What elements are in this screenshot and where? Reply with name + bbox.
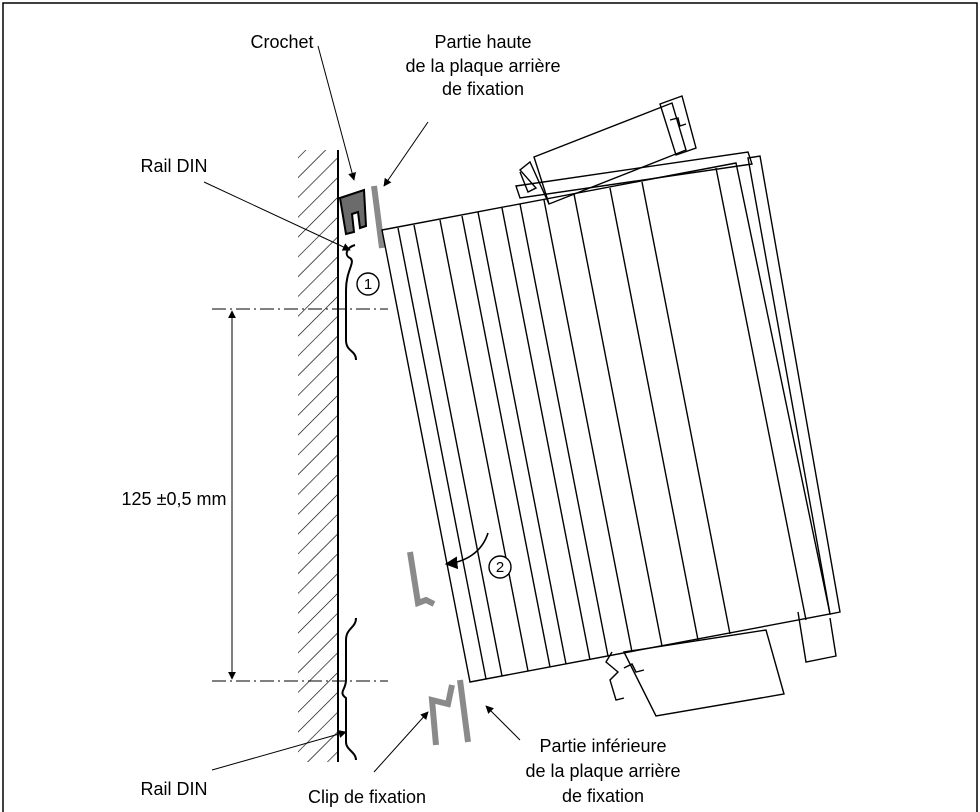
step-two-number: 2 bbox=[496, 559, 504, 576]
label-clip: Clip de fixation bbox=[308, 787, 426, 807]
label-bottom-plate-line1: Partie inférieure bbox=[539, 736, 666, 756]
label-top-plate-line3: de fixation bbox=[442, 79, 524, 99]
label-bottom-plate-line2: de la plaque arrière bbox=[525, 761, 680, 781]
upper-clip-piece bbox=[407, 551, 436, 608]
leader-rail-bottom bbox=[211, 730, 347, 771]
top-connector bbox=[518, 95, 697, 205]
din-rail-bottom bbox=[341, 617, 357, 761]
rotation-arrow bbox=[444, 532, 489, 570]
leader-bottom-plate bbox=[485, 705, 521, 741]
bottom-plate-bar bbox=[457, 679, 471, 743]
leader-top-plate bbox=[383, 121, 429, 187]
leader-rail-top bbox=[203, 181, 351, 251]
step-one-number: 1 bbox=[364, 276, 372, 293]
label-rail-din-top: Rail DIN bbox=[140, 156, 207, 176]
label-crochet: Crochet bbox=[250, 32, 313, 52]
leader-clip bbox=[373, 711, 429, 773]
label-rail-din-bottom: Rail DIN bbox=[140, 779, 207, 799]
din-rail-top bbox=[345, 244, 357, 361]
fixing-clip-shape bbox=[428, 684, 455, 746]
step-one-circle bbox=[356, 272, 380, 296]
device-body bbox=[381, 162, 831, 683]
hook-shape bbox=[338, 188, 368, 236]
step-two-circle bbox=[488, 555, 512, 579]
label-bottom-plate-line3: de fixation bbox=[562, 786, 644, 806]
wall bbox=[298, 150, 339, 762]
label-top-plate-line1: Partie haute bbox=[434, 32, 531, 52]
bottom-connector bbox=[605, 155, 841, 717]
leader-crochet bbox=[317, 45, 356, 181]
top-plate-bar bbox=[371, 185, 385, 249]
label-top-plate-line2: de la plaque arrière bbox=[405, 56, 560, 76]
label-dimension: 125 ±0,5 mm bbox=[122, 489, 227, 509]
top-cover-strip bbox=[515, 151, 753, 199]
